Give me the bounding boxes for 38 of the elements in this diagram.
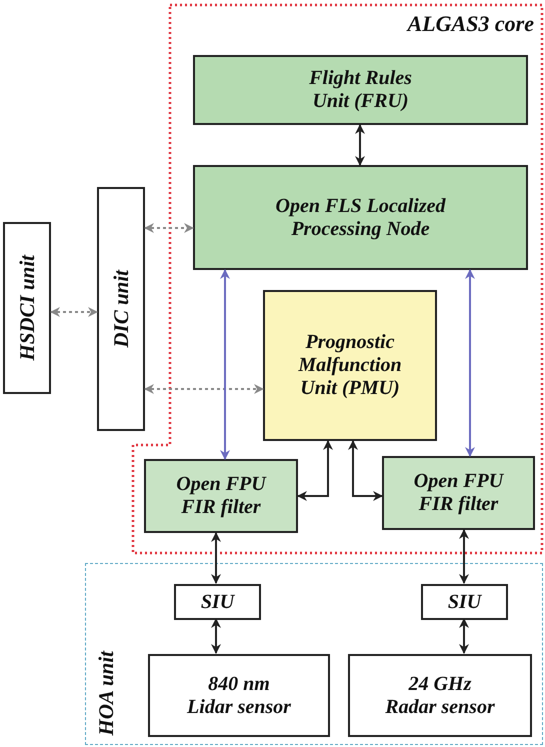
arrow [220,269,230,460]
box-label: Open FPU FIR filter [412,470,505,516]
box-label: SIU [200,590,234,614]
arrow [348,440,383,501]
unit-box [348,654,532,737]
box-label: HSDCI unit [14,255,40,361]
box-label: Prognostic Malfunction Unit (PMU) [297,331,403,400]
unit-box [3,222,51,394]
box-label: 24 GHz Radar sensor [384,672,496,718]
box-label: DIC unit [108,270,134,348]
box-label: Flight Rules Unit (FRU) [308,67,413,113]
box-label: Open FLS Localized Processing Node [274,194,447,240]
arrow [144,384,264,394]
core-region [133,5,542,553]
arrow [355,124,365,166]
box-label: SIU [448,590,482,614]
arrow [459,618,469,654]
unit-box [97,187,145,431]
unit-box [382,456,535,530]
unit-box [193,165,528,270]
box-label: 840 nm Lidar sensor [186,672,292,718]
arrow [459,529,469,584]
box-label: Open FPU FIR filter [175,473,268,519]
arrow [465,269,475,457]
arrow [144,223,194,233]
arrow [211,618,221,654]
unit-box [263,290,437,441]
arrow [50,307,98,317]
region-title: HOA unit [94,651,119,736]
unit-box [193,55,528,125]
hoa-region [85,563,543,745]
unit-box [421,584,508,620]
unit-box [144,459,298,533]
arrow [297,440,333,501]
region-title: ALGAS3 core [408,11,534,37]
unit-box [148,654,330,737]
unit-box [174,584,261,620]
arrow [211,532,221,584]
